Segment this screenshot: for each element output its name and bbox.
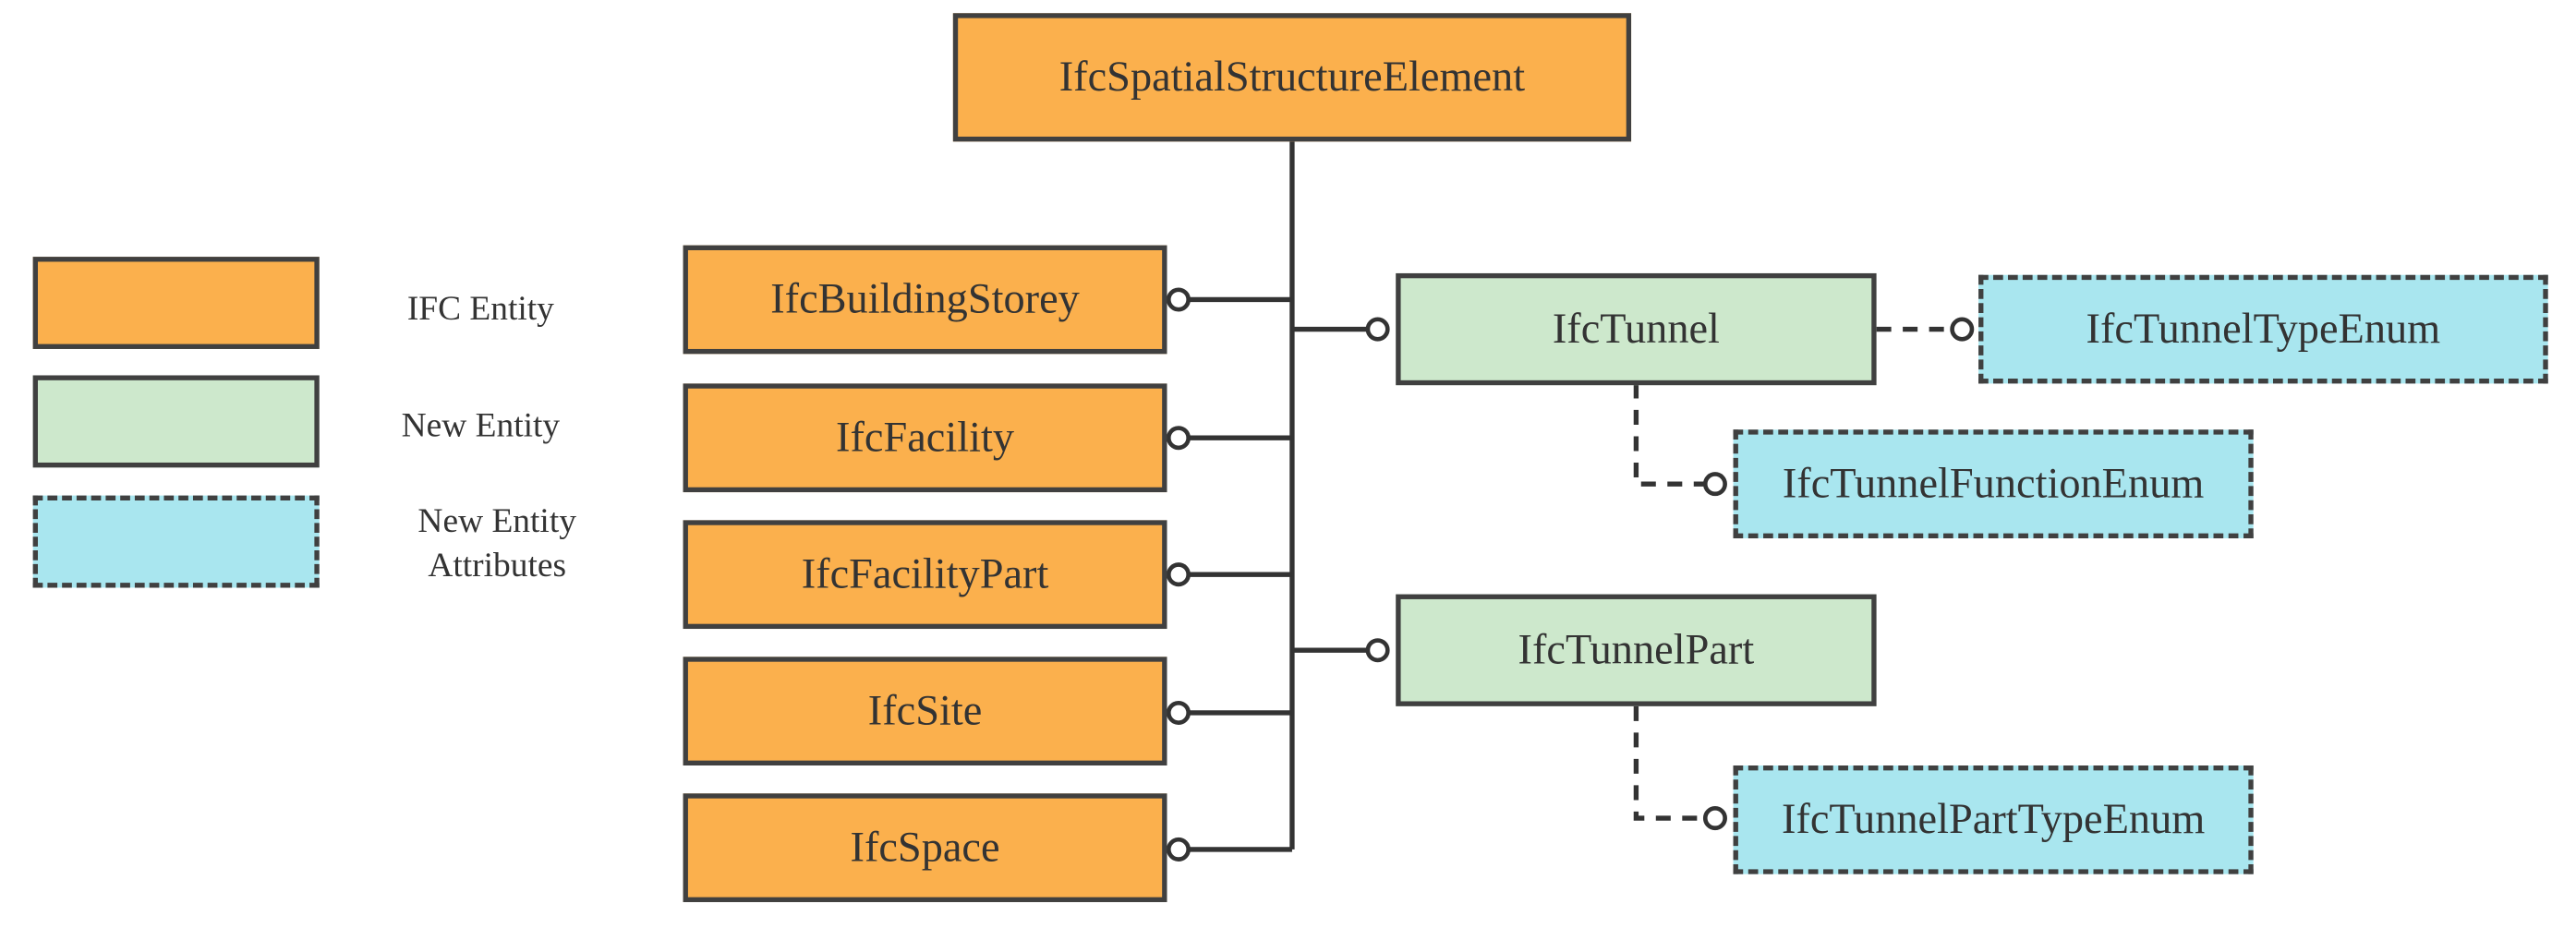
entity-ifcbuildingstorey: IfcBuildingStorey bbox=[683, 245, 1167, 355]
entity-ifcspace: IfcSpace bbox=[683, 793, 1167, 902]
attribute-ifctunnelfunctionenum: IfcTunnelFunctionEnum bbox=[1733, 429, 2254, 538]
port-ifctunnelfunctionenum bbox=[1702, 472, 1727, 497]
port-ifcfacility bbox=[1166, 426, 1191, 451]
legend-label-ifc-entity: IFC Entity bbox=[406, 287, 554, 328]
legend-swatch-new-entity-attributes bbox=[32, 495, 320, 588]
port-ifcfacilitypart bbox=[1166, 562, 1191, 587]
port-ifctunneltypeenum bbox=[1950, 317, 1975, 342]
entity-ifctunnelpart: IfcTunnelPart bbox=[1396, 594, 1877, 706]
port-ifctunnelparttypeenum bbox=[1702, 806, 1727, 831]
entity-ifcfacilitypart: IfcFacilityPart bbox=[683, 520, 1167, 630]
link-ifctunnelfunctionenum bbox=[1633, 383, 1704, 487]
legend-label-new-entity: New Entity bbox=[401, 404, 561, 445]
port-ifcspace bbox=[1166, 837, 1191, 862]
entity-ifctunnel: IfcTunnel bbox=[1396, 272, 1877, 386]
port-ifcbuildingstorey bbox=[1166, 287, 1191, 312]
entity-ifcspatialstructureelement: IfcSpatialStructureElement bbox=[952, 13, 1632, 142]
attribute-ifctunnelparttypeenum: IfcTunnelPartTypeEnum bbox=[1733, 765, 2254, 874]
port-ifcsite bbox=[1166, 700, 1191, 725]
attribute-ifctunneltypeenum: IfcTunnelTypeEnum bbox=[1978, 274, 2548, 384]
entity-ifcfacility: IfcFacility bbox=[683, 383, 1167, 493]
legend-swatch-ifc-entity bbox=[32, 257, 320, 349]
legend-label-new-entity-attributes: New Entity Attributes bbox=[417, 500, 576, 585]
port-ifctunnelpart bbox=[1365, 638, 1390, 663]
legend-swatch-new-entity bbox=[32, 375, 320, 468]
entity-ifcsite: IfcSite bbox=[683, 657, 1167, 766]
link-ifctunnelparttypeenum bbox=[1633, 705, 1704, 821]
port-ifctunnel bbox=[1365, 317, 1390, 342]
